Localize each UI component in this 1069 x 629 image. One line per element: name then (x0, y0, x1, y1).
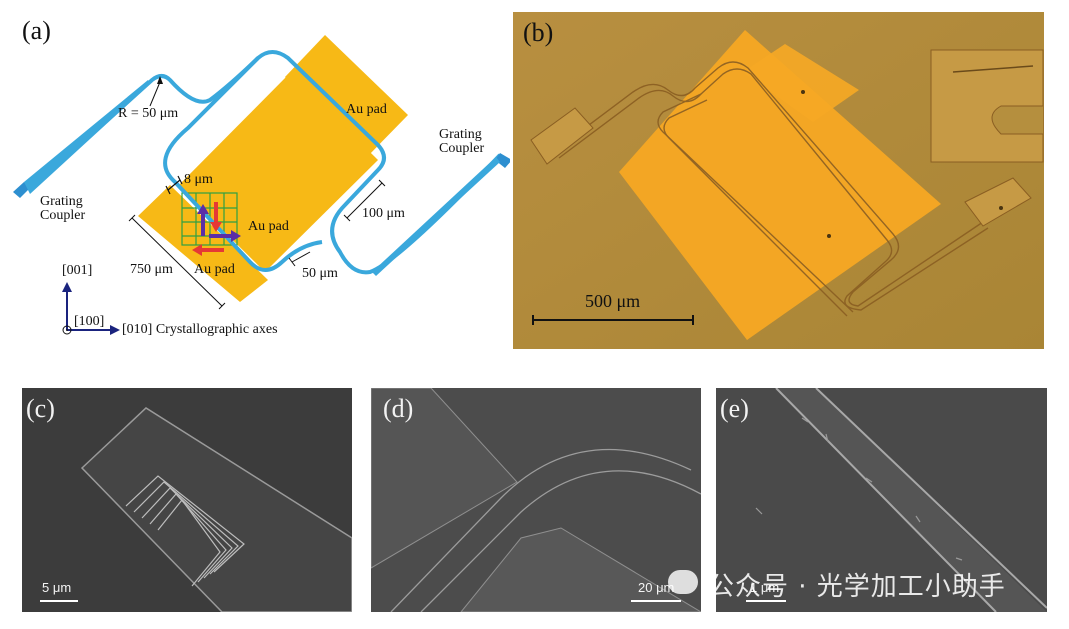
dim-8 (165, 175, 183, 195)
grating-coupler-left-taper (24, 80, 150, 194)
panel-b-scale-label: 500 μm (585, 291, 641, 311)
dim-8-label: 8 μm (184, 172, 213, 187)
grating-coupler-label-right-2: Coupler (439, 141, 485, 156)
grating-coupler-right (495, 153, 510, 168)
grating-coupler-left (13, 182, 30, 198)
panel-e: (e) 1 μm (716, 388, 1047, 612)
panel-b: (b) 500 μm (513, 12, 1044, 349)
au-pad-label-bottom: Au pad (194, 262, 235, 277)
optical-micrograph (513, 12, 1044, 349)
axis-100-label: [100] (74, 314, 105, 329)
sem-grating-coupler (22, 388, 352, 612)
panel-c-scale-label: 5 μm (42, 580, 72, 595)
device-schematic (13, 35, 510, 335)
dim-100-label: 100 μm (362, 206, 405, 221)
field-arrows (192, 202, 241, 256)
sem-bend (371, 388, 701, 612)
radius-label: R = 50 μm (118, 106, 179, 121)
panel-d-scale-label: 20 μm (638, 580, 675, 595)
grating-coupler-label-left-1: Grating (40, 194, 83, 209)
panel-e-scale-label: 1 μm (750, 580, 780, 595)
waveguide-path (28, 50, 502, 275)
au-pad-bottom-left (138, 185, 268, 302)
panel-c: (c) 5 μm (22, 388, 352, 612)
sem-c-scalebar (40, 600, 78, 602)
sem-waveguide (716, 388, 1047, 612)
waveguide-loop (163, 56, 323, 272)
axis-001-label: [001] (62, 263, 93, 278)
au-pad-label-top: Au pad (346, 102, 387, 117)
dim-750-label: 750 μm (130, 262, 173, 277)
panel-b-label: (b) (523, 18, 554, 47)
au-pad-top-right (285, 35, 408, 157)
panel-a: (a) (0, 0, 510, 370)
sem-d-scalebar (631, 600, 681, 602)
panel-c-label: (c) (26, 394, 55, 423)
axis-010-label: [010] Crystallographic axes (122, 322, 278, 337)
panel-a-label: (a) (22, 16, 51, 45)
panel-e-label: (e) (720, 394, 749, 423)
micro-au-pad-large (619, 30, 941, 340)
watermark-text: 公众号 · 光学加工小助手 (708, 572, 1006, 602)
dim-50-label: 50 μm (302, 266, 338, 281)
dim-50 (288, 251, 311, 267)
grating-coupler-label-left-2: Coupler (40, 208, 86, 223)
radius-pointer (149, 81, 161, 107)
watermark-logo-icon (668, 570, 698, 594)
sem-e-scalebar (746, 600, 786, 602)
grating-coupler-label-right-1: Grating (439, 127, 482, 142)
au-pad-label-center: Au pad (248, 219, 289, 234)
panel-d: (d) 20 μm (371, 388, 701, 612)
grating-coupler-right-taper (372, 157, 500, 276)
axis-100-symbol (62, 325, 72, 335)
dim-750 (128, 214, 226, 310)
crystal-axes (62, 282, 120, 335)
dim-100 (343, 179, 386, 222)
micro-au-pad-top (743, 44, 859, 122)
panel-d-label: (d) (383, 394, 414, 423)
